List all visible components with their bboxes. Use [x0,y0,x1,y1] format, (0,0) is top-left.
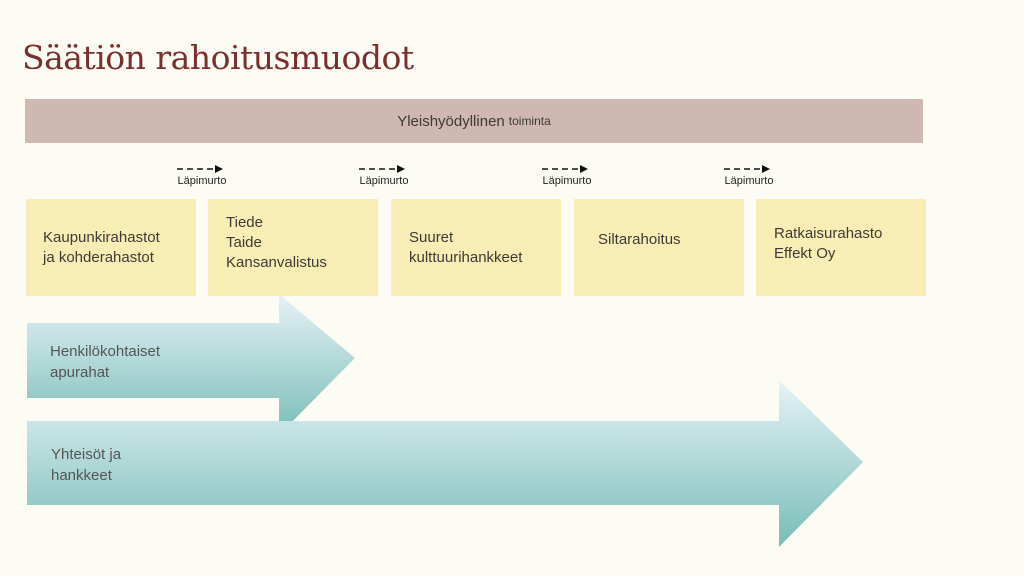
funding-box-city-funds: Kaupunkirahastot ja kohderahastot [26,199,196,296]
breakthrough-label: Läpimurto [359,175,409,187]
dashed-arrow-icon [724,165,770,173]
dashed-arrow-icon [177,165,223,173]
breakthrough-marker: Läpimurto [339,163,429,187]
arrow-label-line: hankkeet [51,467,112,484]
top-bar-general-activity: Yleishyödyllinen toiminta [25,99,923,143]
box-line: Kaupunkirahastot [43,228,160,246]
dashed-arrow-icon [359,165,405,173]
arrow-label-communities: Yhteisöt ja hankkeet [51,444,121,486]
box-line: kulttuurihankkeet [409,248,523,266]
funding-box-solution-fund: Ratkaisurahasto Effekt Oy [756,199,926,296]
funding-box-cultural-projects: Suuret kulttuurihankkeet [391,199,561,296]
breakthrough-marker: Läpimurto [157,163,247,187]
box-line: Kansanvalistus [226,254,327,271]
breakthrough-marker: Läpimurto [522,163,612,187]
box-line: Effekt Oy [774,244,836,262]
arrow-label-line: Yhteisöt ja [51,446,122,463]
page-title: Säätiön rahoitusmuodot [22,38,414,77]
breakthrough-label: Läpimurto [177,175,227,187]
box-line: Tiede [226,214,263,231]
arrow-personal-grants [27,294,355,435]
box-line: Siltarahoitus [598,230,681,248]
funding-box-bridge-funding: Siltarahoitus [574,199,744,296]
arrow-label-line: Henkilökohtaiset [50,343,161,360]
funding-box-science-art: Tiede Taide Kansanvalistus [208,199,378,296]
top-bar-main: Yleishyödyllinen [397,112,505,130]
arrow-communities-projects [27,380,863,547]
arrow-label-personal-grants: Henkilökohtaiset apurahat [50,341,160,383]
box-line: Ratkaisurahasto [774,224,883,242]
box-line: ja kohderahastot [43,248,154,266]
top-bar-small: toiminta [508,114,551,128]
breakthrough-label: Läpimurto [542,175,592,187]
breakthrough-label: Läpimurto [724,175,774,187]
breakthrough-marker: Läpimurto [704,163,794,187]
box-line: Taide [226,234,262,251]
dashed-arrow-icon [542,165,588,173]
arrow-label-line: apurahat [50,364,110,381]
box-line: Suuret [409,228,454,246]
